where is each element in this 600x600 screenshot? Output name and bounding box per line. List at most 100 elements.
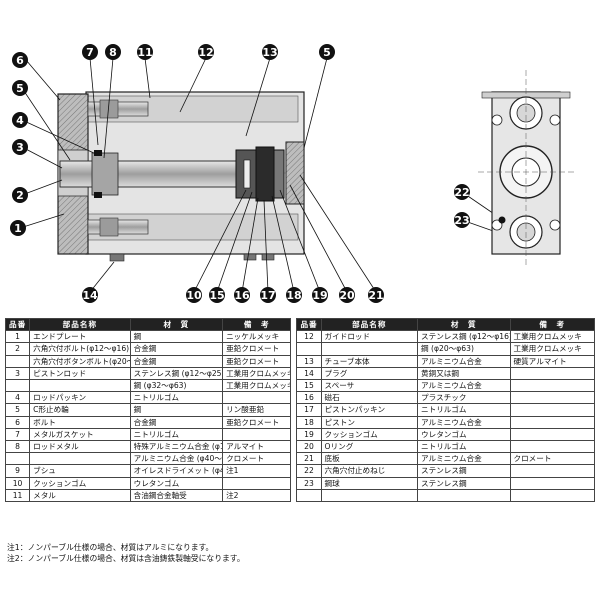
material-cell: ステンレス鋼 (φ12〜φ16) bbox=[417, 330, 511, 344]
remarks-cell bbox=[509, 379, 595, 393]
part-no-cell bbox=[4, 354, 31, 368]
part-name-cell: スペーサ bbox=[320, 379, 419, 393]
material-cell: ステンレス鋼 bbox=[417, 464, 511, 478]
header-part-name: 部品名称 bbox=[320, 317, 419, 332]
svg-text:12: 12 bbox=[198, 46, 213, 59]
remarks-cell bbox=[509, 488, 595, 503]
part-name-cell: ロッドパッキン bbox=[29, 391, 131, 405]
material-cell: 合金鋼 bbox=[129, 354, 224, 368]
part-no-cell bbox=[296, 488, 322, 503]
cylinder-cross-section-diagram: 6 5 4 3 2 1 7 8 11 12 13 5 14 10 15 16 1… bbox=[10, 44, 575, 303]
part-name-cell: プラグ bbox=[320, 366, 419, 381]
remarks-cell bbox=[222, 427, 292, 442]
material-cell: 鋼 (φ20〜φ63) bbox=[417, 342, 511, 356]
material-cell: アルミニウム合金 bbox=[417, 452, 511, 466]
part-no-cell: 16 bbox=[296, 391, 322, 405]
piston-assembly bbox=[235, 146, 285, 202]
remarks-cell: 注1 bbox=[222, 464, 292, 478]
guide-rods bbox=[87, 99, 149, 237]
material-cell bbox=[417, 488, 511, 503]
material-cell: 鋼 (φ32〜φ63) bbox=[129, 379, 224, 393]
part-name-cell: ロッドメタル bbox=[29, 440, 131, 454]
remarks-cell: 工業用クロムメッキ bbox=[222, 366, 292, 381]
remarks-cell: 工業用クロムメッキ bbox=[509, 342, 595, 356]
svg-text:3: 3 bbox=[16, 141, 24, 154]
svg-text:17: 17 bbox=[260, 289, 275, 302]
material-cell: ニトリルゴム bbox=[129, 427, 224, 442]
part-name-cell: クッションゴム bbox=[29, 476, 131, 490]
callout-22: 22 bbox=[454, 184, 470, 200]
part-name-cell: 六角穴付止めねじ bbox=[320, 464, 419, 478]
part-no-cell: 2 bbox=[4, 342, 31, 356]
svg-text:5: 5 bbox=[323, 46, 331, 59]
callout-8: 8 bbox=[105, 44, 121, 60]
remarks-cell: アルマイト bbox=[222, 440, 292, 454]
svg-text:18: 18 bbox=[286, 289, 301, 302]
svg-text:20: 20 bbox=[339, 289, 355, 302]
footnote-1: 注1：ノンパーブル仕様の場合、材質はアルミになります。 bbox=[7, 543, 214, 552]
svg-text:10: 10 bbox=[186, 289, 202, 302]
part-no-cell: 20 bbox=[296, 440, 322, 454]
part-no-cell: 14 bbox=[296, 366, 322, 381]
callout-17: 17 bbox=[260, 287, 276, 303]
part-name-cell bbox=[320, 342, 419, 356]
callout-10: 10 bbox=[186, 287, 202, 303]
part-name-cell: ガイドロッド bbox=[320, 330, 419, 344]
part-name-cell: エンドプレート bbox=[29, 330, 131, 344]
part-no-cell bbox=[296, 342, 322, 356]
remarks-cell bbox=[509, 476, 595, 490]
part-no-cell: 7 bbox=[4, 427, 31, 442]
part-name-cell: メタル bbox=[29, 488, 131, 503]
part-no-cell: 3 bbox=[4, 366, 31, 381]
part-no-cell: 21 bbox=[296, 452, 322, 466]
material-cell: プラスチック bbox=[417, 391, 511, 405]
svg-text:1: 1 bbox=[14, 222, 22, 235]
part-no-cell: 11 bbox=[4, 488, 31, 503]
callout-11: 11 bbox=[137, 44, 153, 60]
svg-text:4: 4 bbox=[16, 114, 24, 127]
svg-text:5: 5 bbox=[16, 82, 24, 95]
remarks-cell bbox=[222, 476, 292, 490]
part-name-cell: 六角穴付ボルト(φ12〜φ16) bbox=[29, 342, 131, 356]
part-no-cell: 8 bbox=[4, 440, 31, 454]
material-cell: 黄銅又は鋼 bbox=[417, 366, 511, 381]
callout-3: 3 bbox=[12, 139, 28, 155]
remarks-cell bbox=[509, 415, 595, 429]
part-name-cell: メタルガスケット bbox=[29, 427, 131, 442]
header-material: 材 質 bbox=[129, 317, 224, 332]
remarks-cell: ニッケルメッキ bbox=[222, 330, 292, 344]
svg-text:19: 19 bbox=[312, 289, 327, 302]
remarks-cell bbox=[509, 391, 595, 405]
remarks-cell bbox=[509, 427, 595, 442]
callout-14: 14 bbox=[82, 287, 98, 303]
material-cell: 鋼 bbox=[129, 403, 224, 417]
part-name-cell: Oリング bbox=[320, 440, 419, 454]
part-name-cell bbox=[29, 379, 131, 393]
part-name-cell bbox=[29, 452, 131, 466]
header-material: 材 質 bbox=[417, 317, 511, 332]
callout-5-right: 5 bbox=[319, 44, 335, 60]
side-view bbox=[478, 70, 575, 268]
material-cell: アルミニウム合金 bbox=[417, 354, 511, 368]
leader-lines bbox=[19, 57, 501, 293]
part-name-cell: ピストン bbox=[320, 415, 419, 429]
part-no-cell: 15 bbox=[296, 379, 322, 393]
table-header-row: 品番 部品名称 材 質 備 考 品番 部品名称 材 質 備 考 bbox=[4, 317, 595, 332]
callout-18: 18 bbox=[286, 287, 302, 303]
part-no-cell: 12 bbox=[296, 330, 322, 344]
material-cell: ステンレス鋼 bbox=[417, 476, 511, 490]
part-no-cell: 13 bbox=[296, 354, 322, 368]
part-no-cell: 4 bbox=[4, 391, 31, 405]
remarks-cell: 工業用クロムメッキ bbox=[509, 330, 595, 344]
material-cell: オイレスドライメット (φ40〜φ63) bbox=[129, 464, 224, 478]
